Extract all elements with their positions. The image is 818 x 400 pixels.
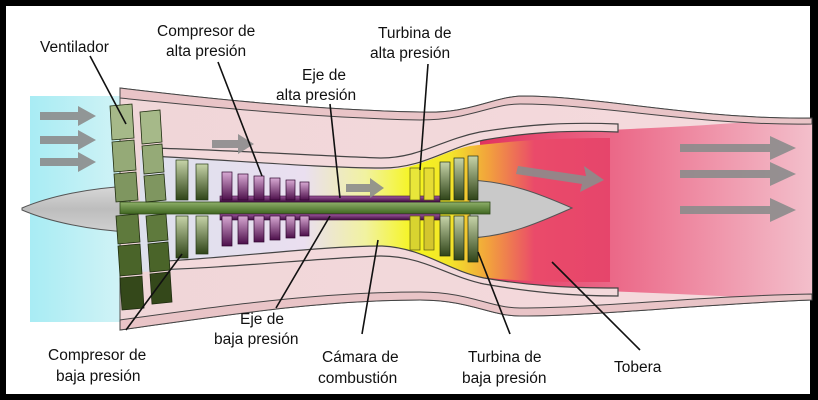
label-turbina-baja-2: baja presión: [462, 370, 546, 387]
label-compresor-alta-1: Compresor de: [157, 23, 255, 40]
label-tobera: Tobera: [614, 359, 662, 376]
label-compresor-baja-2: baja presión: [56, 368, 140, 385]
label-eje-baja-2: baja presión: [214, 331, 298, 348]
label-eje-baja-1: Eje de: [240, 311, 284, 328]
low-pressure-shaft: [120, 202, 490, 214]
label-compresor-alta-2: alta presión: [166, 43, 246, 60]
label-turbina-alta-1: Turbina de: [378, 25, 452, 42]
label-turbina-alta-2: alta presión: [370, 45, 450, 62]
label-eje-alta-2: alta presión: [276, 87, 356, 104]
label-turbina-baja-1: Turbina de: [468, 349, 542, 366]
label-eje-alta-1: Eje de: [302, 67, 346, 84]
label-camara-1: Cámara de: [322, 349, 399, 366]
label-compresor-baja-1: Compresor de: [48, 347, 146, 364]
high-pressure-shaft-upper: [220, 196, 440, 202]
label-ventilador: Ventilador: [40, 39, 109, 56]
label-camara-2: combustión: [318, 370, 397, 387]
